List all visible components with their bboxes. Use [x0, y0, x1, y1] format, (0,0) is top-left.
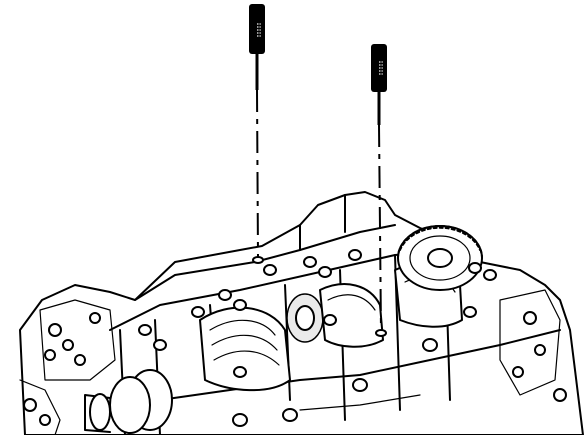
- guide-stud-right: IIIII: [371, 44, 387, 337]
- bearing-cap-bolts: [138, 249, 497, 427]
- crankshaft: [84, 263, 463, 434]
- timing-sprocket: [397, 225, 483, 291]
- stud-right-marking: IIIII: [377, 60, 383, 75]
- stud-left-marking: IIIII: [255, 22, 261, 37]
- guide-stud-left: IIIII: [249, 4, 265, 264]
